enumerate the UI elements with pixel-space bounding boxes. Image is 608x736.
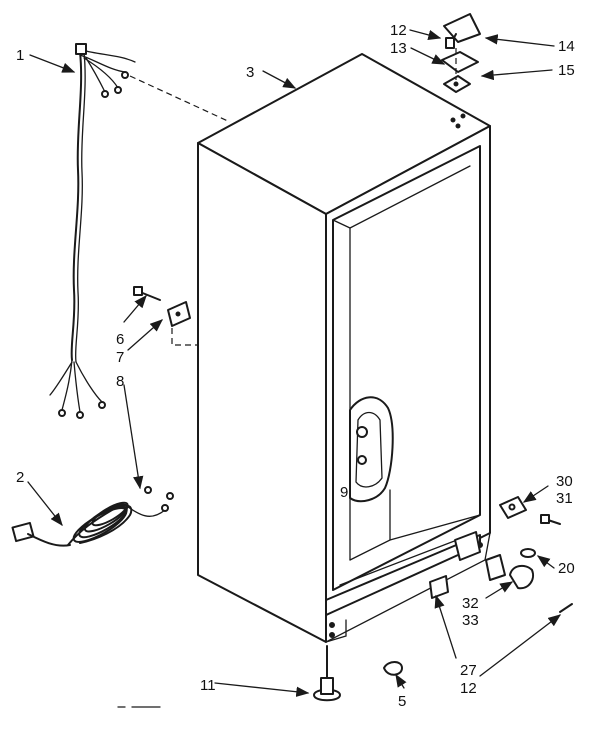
callout-14: 14	[558, 38, 575, 55]
power-cord	[11, 486, 174, 547]
wire-harness	[49, 43, 231, 419]
callout-3: 3	[246, 64, 254, 81]
callout-11: 11	[200, 677, 216, 694]
callout-6: 6	[116, 331, 124, 348]
callout-31: 31	[556, 490, 573, 507]
callout-9: 9	[340, 484, 348, 501]
top-hinge-assembly	[441, 13, 481, 93]
callout-33: 33	[462, 612, 479, 629]
callout-15: 15	[558, 62, 575, 79]
callout-5: 5	[398, 693, 406, 710]
callout-12-top: 12	[390, 22, 407, 39]
callout-7: 7	[116, 349, 124, 366]
callout-13: 13	[390, 40, 407, 57]
callout-8: 8	[116, 373, 124, 390]
callout-2: 2	[16, 469, 24, 486]
callout-12-bottom: 12	[460, 680, 477, 697]
callout-32: 32	[462, 595, 479, 612]
leader-lines	[27, 29, 562, 697]
ground-bracket	[133, 286, 198, 346]
refrigerator-cabinet	[197, 53, 491, 643]
leveling-leg	[313, 645, 403, 702]
lower-hinge-assembly	[429, 496, 573, 613]
callout-labels: 1 2 3 5 6 7 8 9 11 12 13 14 15 20 27 12 …	[16, 22, 575, 710]
callout-1: 1	[16, 47, 24, 64]
callout-20: 20	[558, 560, 575, 577]
callout-27: 27	[460, 662, 477, 679]
callout-30: 30	[556, 473, 573, 490]
